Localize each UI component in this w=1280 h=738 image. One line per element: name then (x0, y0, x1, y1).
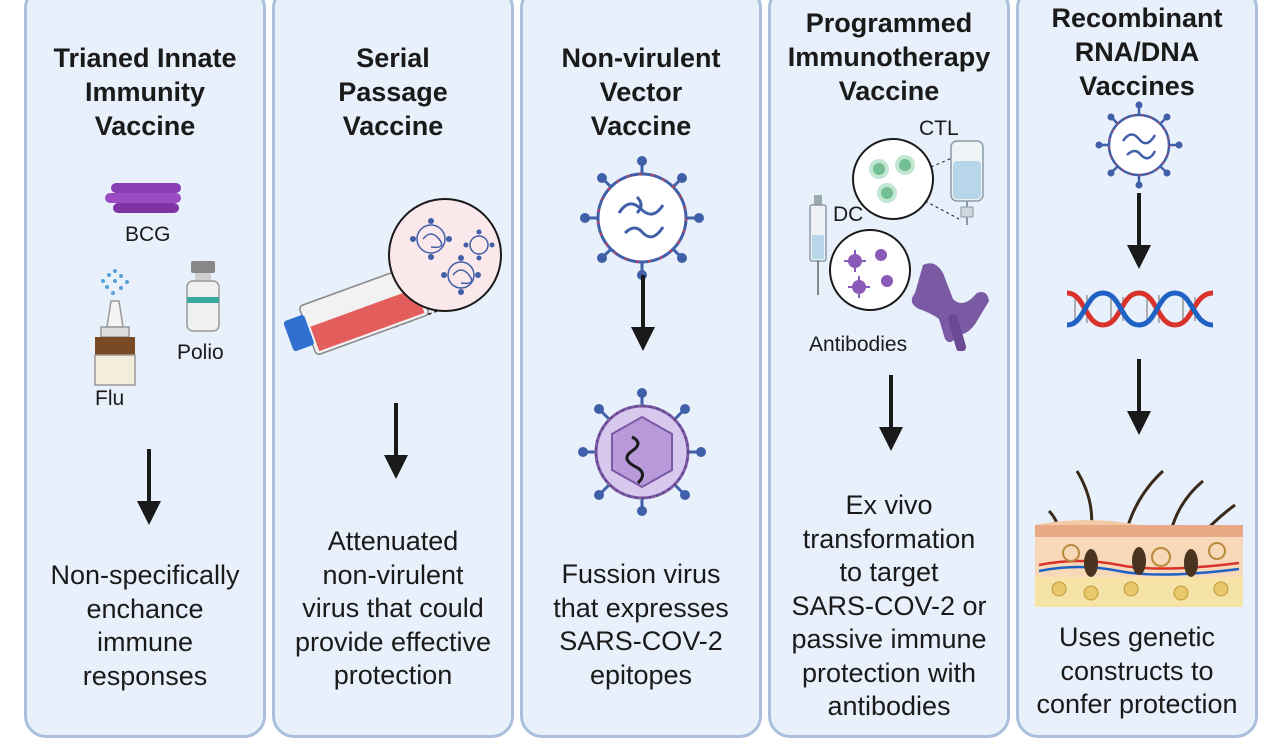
polio-label: Polio (177, 341, 224, 364)
syringe-icon (809, 195, 827, 295)
panel-title: Recombinant RNA/DNA Vaccines (1051, 3, 1223, 101)
ctl-label: CTL (919, 117, 959, 140)
flu-label: Flu (95, 387, 125, 410)
panel-title: Trianed Innate Immunity Vaccine (53, 43, 237, 141)
panel-programmed-immunotherapy: Programmed Immunotherapy Vaccine CTL DC … (768, 0, 1010, 738)
dna-helix-icon (1066, 290, 1214, 328)
dc-magnified-icon (829, 229, 911, 311)
panel-title: Programmed Immunotherapy Vaccine (787, 8, 991, 106)
panel-description: Uses genetic constructs to confer protec… (1036, 622, 1238, 719)
arrow-down-icon (137, 449, 161, 525)
antibody-icon (911, 263, 989, 351)
arrow-down-icon (384, 403, 408, 479)
bcg-label: BCG (125, 223, 171, 246)
panel-serial-passage: Serial Passage Vaccine Attenuated non-vi… (272, 0, 514, 738)
arrow-down-icon (631, 275, 655, 351)
skin-cross-section-icon (1035, 469, 1243, 607)
iv-bag-icon (950, 140, 984, 225)
vial-icon (186, 261, 220, 332)
antibodies-label: Antibodies (809, 333, 908, 356)
panel-description: Fussion virus that expresses SARS-COV-2 … (553, 559, 729, 690)
enveloped-virus-icon (578, 388, 706, 516)
panel-trained-innate-immunity: Trianed Innate Immunity Vaccine BCG Poli… (24, 0, 266, 738)
arrow-down-icon (1127, 193, 1151, 269)
nasal-spray-icon (94, 269, 136, 386)
dc-label: DC (833, 203, 864, 226)
panel-recombinant-rna-dna: Recombinant RNA/DNA Vaccines (1016, 0, 1258, 738)
virus-icon (580, 156, 704, 280)
panel-description: Attenuated non-virulent virus that could… (294, 526, 492, 690)
ctl-magnified-icon (852, 138, 960, 220)
panel-title: Serial Passage Vaccine (338, 43, 448, 141)
arrow-down-icon (879, 375, 903, 451)
bcg-bacteria-icon (105, 183, 181, 213)
arrow-down-icon (1127, 359, 1151, 435)
panel-description: Non-specifically enchance immune respons… (50, 560, 240, 691)
virus-icon (1095, 101, 1183, 189)
panel-description: Ex vivo transformation to target SARS-CO… (791, 490, 987, 721)
panel-non-virulent-vector: Non-virulent Vector Vaccine (520, 0, 762, 738)
culture-flask-icon (283, 198, 502, 355)
panel-title: Non-virulent Vector Vaccine (561, 43, 721, 141)
